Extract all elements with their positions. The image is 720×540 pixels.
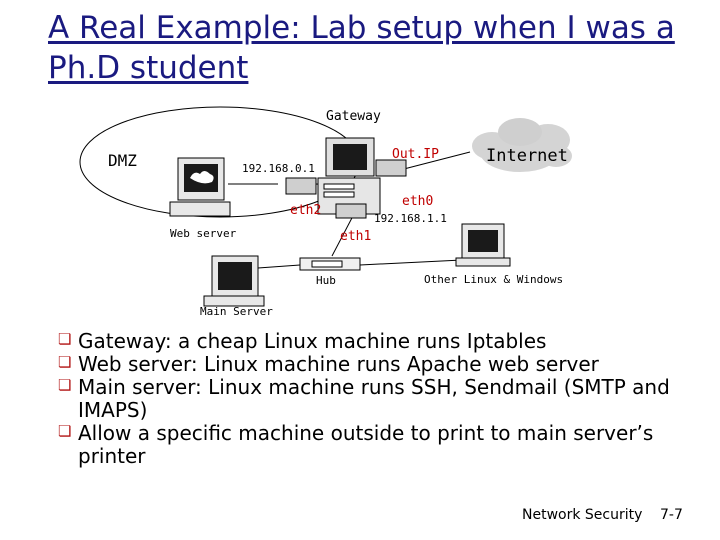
hub-label: Hub xyxy=(316,274,336,287)
eth1-label: eth1 xyxy=(340,229,371,244)
checkbox-bullet-icon: ❏ xyxy=(58,353,72,371)
bullet-text: Main server: Linux machine runs SSH, Sen… xyxy=(78,375,670,422)
network-diagram: Gateway DMZ Internet Out.IP 192.168.0.1 … xyxy=(79,106,572,318)
other-pc-icon xyxy=(455,223,511,267)
gateway-label: Gateway xyxy=(326,109,381,124)
dmz-label: DMZ xyxy=(108,151,137,170)
footer-course: Network Security xyxy=(522,507,643,523)
hub-icon xyxy=(299,257,361,271)
bullet-list: ❏ Gateway: a cheap Linux machine runs Ipt… xyxy=(58,330,698,468)
eth2-label: eth2 xyxy=(290,203,321,218)
web-server-label: Web server xyxy=(170,227,237,240)
internet-cloud-icon xyxy=(472,118,572,172)
bullet-text: Web server: Linux machine runs Apache we… xyxy=(78,352,599,376)
bullet-text: Gateway: a cheap Linux machine runs Ipta… xyxy=(78,329,547,353)
ip-dmz-label: 192.168.0.1 xyxy=(242,162,315,175)
web-server-pc-icon xyxy=(169,157,231,217)
bullet-item: ❏ Main server: Linux machine runs SSH, Se… xyxy=(58,376,698,422)
bullet-item: ❏ Allow a specific machine outside to pri… xyxy=(58,422,698,468)
main-server-pc-icon xyxy=(203,255,265,307)
checkbox-bullet-icon: ❏ xyxy=(58,422,72,440)
bullet-item: ❏ Gateway: a cheap Linux machine runs Ipt… xyxy=(58,330,698,353)
other-pcs-label: Other Linux & Windows xyxy=(424,273,563,286)
checkbox-bullet-icon: ❏ xyxy=(58,376,72,394)
main-server-label: Main Server xyxy=(200,305,273,318)
checkbox-bullet-icon: ❏ xyxy=(58,330,72,348)
footer-page-number: 7-7 xyxy=(660,507,683,523)
gateway-pc-icon xyxy=(285,137,407,219)
bullet-text: Allow a specific machine outside to prin… xyxy=(78,421,654,468)
out-ip-label: Out.IP xyxy=(392,147,439,162)
eth0-label: eth0 xyxy=(402,194,433,209)
bullet-item: ❏ Web server: Linux machine runs Apache w… xyxy=(58,353,698,376)
internet-label: Internet xyxy=(486,146,568,166)
ip-internal-label: 192.168.1.1 xyxy=(374,212,447,225)
slide-title: A Real Example: Lab setup when I was a P… xyxy=(48,10,675,86)
